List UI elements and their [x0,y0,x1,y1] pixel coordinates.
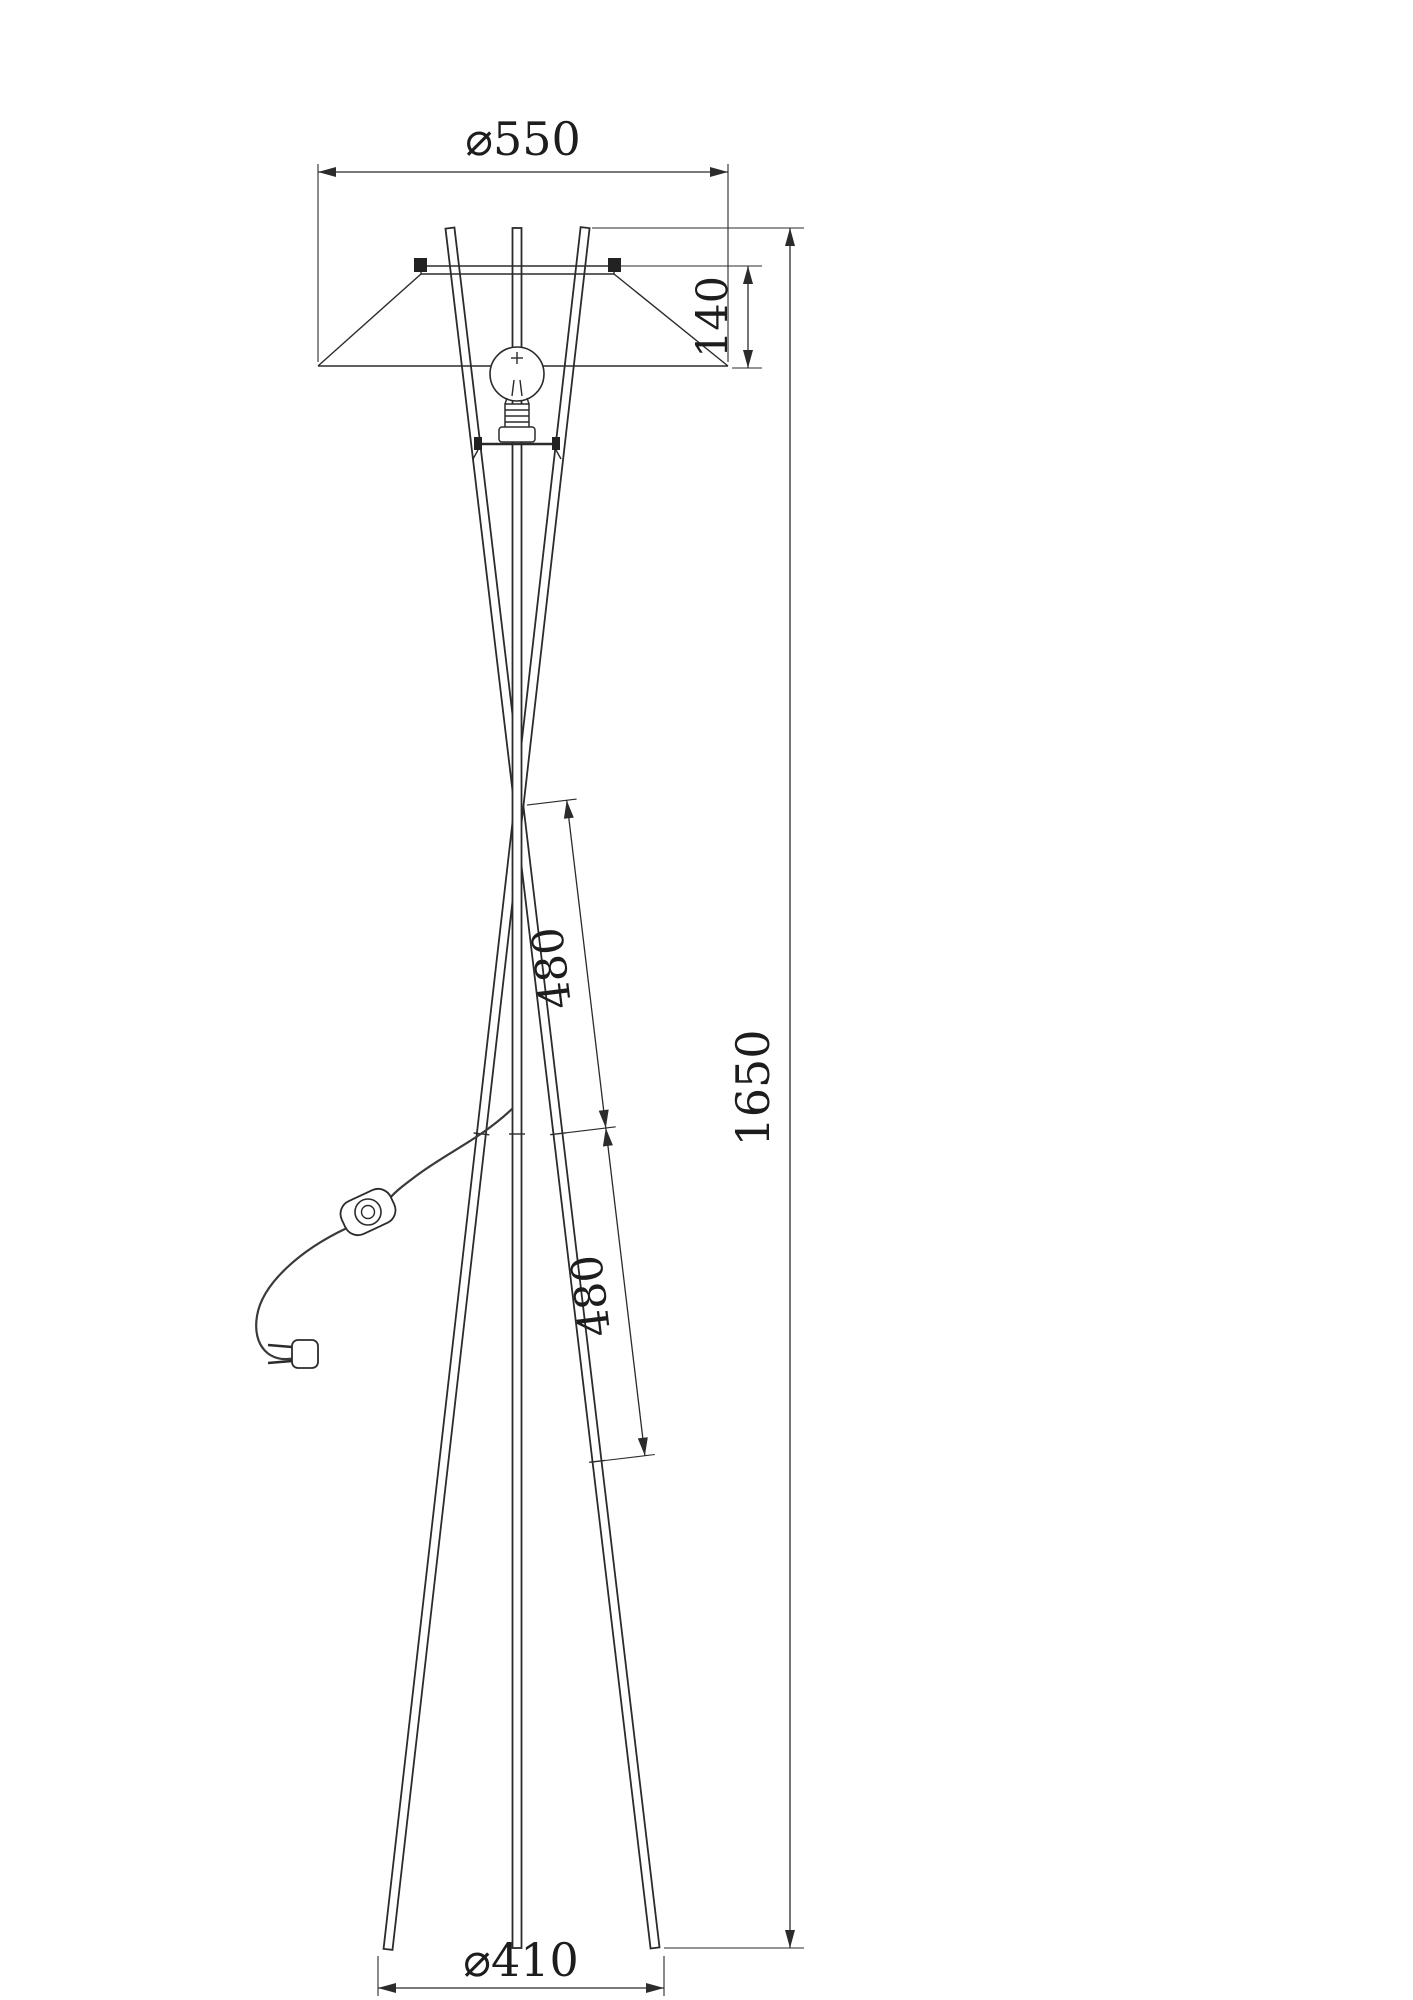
filament-wire [519,379,523,397]
dim-base-diameter: ⌀410 [377,1933,665,1996]
joint-tick [589,1459,606,1463]
light-bulb [489,346,545,402]
bulb-filament [511,352,523,397]
arrowhead [598,1109,609,1128]
shade-side-right [613,273,729,367]
arrowhead [785,1930,795,1948]
extension-line [526,798,577,806]
arrowhead [710,167,728,177]
dim-label-total-height: 1650 [726,1029,780,1146]
filament-wire [511,379,515,397]
arrowhead [785,228,795,246]
mount-hook [555,449,562,460]
socket-mount-bar [472,437,562,460]
plug-prong [267,1359,293,1365]
arrowhead [646,1983,664,1993]
dim-shade-height: 140 [618,265,762,369]
mount-hook [472,449,479,460]
arrowhead [637,1437,648,1456]
mount-clamp-right [552,437,560,450]
arrowhead [318,167,336,177]
arrowhead [563,800,574,819]
bulb-neck [504,397,508,405]
power-cord-upper [389,1107,514,1199]
tripod-leg-left-top [444,226,661,1950]
extension-line [565,1126,616,1134]
tripod-leg-right-top [382,226,591,1951]
dimension-line [566,800,646,1456]
dim-label-shade-diameter: ⌀550 [465,112,581,166]
rim-clamp-right [608,258,621,272]
dim-leg-segments: 480 480 [523,798,655,1462]
bulb-neck [526,397,530,405]
bulb-socket [498,426,536,443]
dim-label-shade-height: 140 [688,276,738,358]
shade-rim-bar [414,258,621,275]
dim-label-base-diameter: ⌀410 [463,1933,579,1987]
arrowhead [743,266,753,284]
extension-line [605,1453,655,1462]
shade-side-left [317,273,422,367]
rim-clamp-left [414,258,427,272]
joint-tick [550,1132,567,1136]
arrowhead [743,350,753,368]
dim-label-leg-segment-lower: 480 [562,1252,621,1339]
mount-clamp-left [474,437,482,450]
tripod-legs [382,226,661,1951]
arrowhead [378,1983,396,1993]
power-cord-assembly [255,1107,514,1369]
dim-total-height: 1650 [592,227,804,1949]
dim-shade-diameter: ⌀550 [317,112,729,362]
plug-prong [267,1343,293,1349]
power-plug [267,1339,319,1369]
arrowhead [602,1128,613,1147]
plug-body [291,1339,319,1369]
switch-button-inner [360,1204,376,1220]
tripod-leg-center [511,227,523,1949]
inline-switch [339,1187,397,1237]
dim-label-leg-segment-upper: 480 [523,924,582,1011]
light-bulb-assembly [472,346,562,460]
